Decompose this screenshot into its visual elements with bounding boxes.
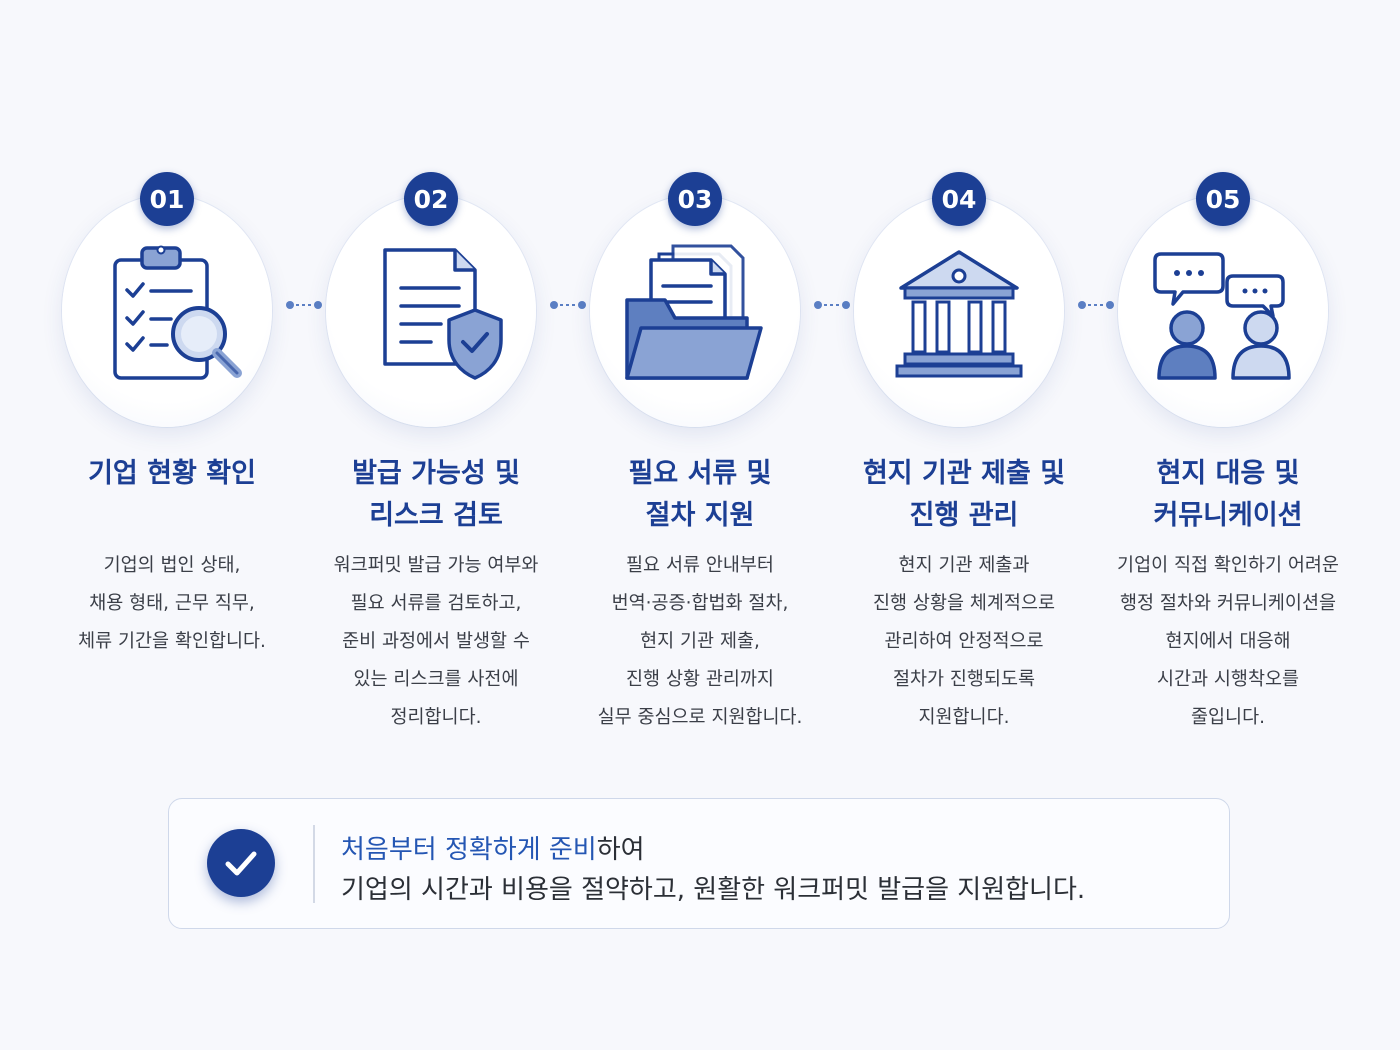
people-chat-icon xyxy=(1153,252,1291,380)
step-title: 필요 서류 및 절차 지원 xyxy=(628,458,772,531)
step-title: 발급 가능성 및 리스크 검토 xyxy=(352,458,520,531)
government-building-icon xyxy=(895,250,1023,378)
step-description: 필요 서류 안내부터 번역·공증·합법화 절차, 현지 기관 제출, 진행 상황… xyxy=(597,555,803,728)
step-description: 현지 기관 제출과 진행 상황을 체계적으로 관리하여 안정적으로 절차가 진행… xyxy=(873,555,1055,728)
step-description: 워크퍼밋 발급 가능 여부와 필요 서류를 검토하고, 준비 과정에서 발생할 … xyxy=(333,555,539,728)
step-number-badge: 04 xyxy=(932,172,986,226)
connector-dots xyxy=(814,301,850,309)
step-title: 현지 대응 및 커뮤니케이션 xyxy=(1153,458,1303,531)
step-number-badge: 05 xyxy=(1196,172,1250,226)
connector-dots xyxy=(1078,301,1114,309)
folder-documents-icon xyxy=(625,244,763,380)
summary-highlight: 처음부터 정확하게 준비 xyxy=(341,835,597,865)
summary-banner: 처음부터 정확하게 준비하여 기업의 시간과 비용을 절약하고, 원활한 워크퍼… xyxy=(168,798,1230,929)
connector-dots xyxy=(286,301,322,309)
step-number-badge: 02 xyxy=(404,172,458,226)
divider xyxy=(313,825,315,903)
step-number-badge: 01 xyxy=(140,172,194,226)
connector-dots xyxy=(550,301,586,309)
summary-line-1: 처음부터 정확하게 준비하여 xyxy=(341,829,645,866)
step-title: 현지 기관 제출 및 진행 관리 xyxy=(862,458,1066,531)
clipboard-search-icon xyxy=(113,245,242,380)
step-circle xyxy=(854,195,1064,427)
document-shield-icon xyxy=(383,248,503,380)
summary-line-1-rest: 하여 xyxy=(596,835,645,865)
step-description: 기업의 법인 상태, 채용 형태, 근무 직무, 체류 기간을 확인합니다. xyxy=(78,555,266,652)
step-circle xyxy=(1118,195,1328,427)
summary-line-2: 기업의 시간과 비용을 절약하고, 원활한 워크퍼밋 발급을 지원합니다. xyxy=(341,875,1086,905)
step-number-badge: 03 xyxy=(668,172,722,226)
step-title: 기업 현황 확인 xyxy=(88,458,256,489)
check-circle-icon xyxy=(207,829,275,897)
step-description: 기업이 직접 확인하기 어려운 행정 절차와 커뮤니케이션을 현지에서 대응해 … xyxy=(1117,555,1339,728)
